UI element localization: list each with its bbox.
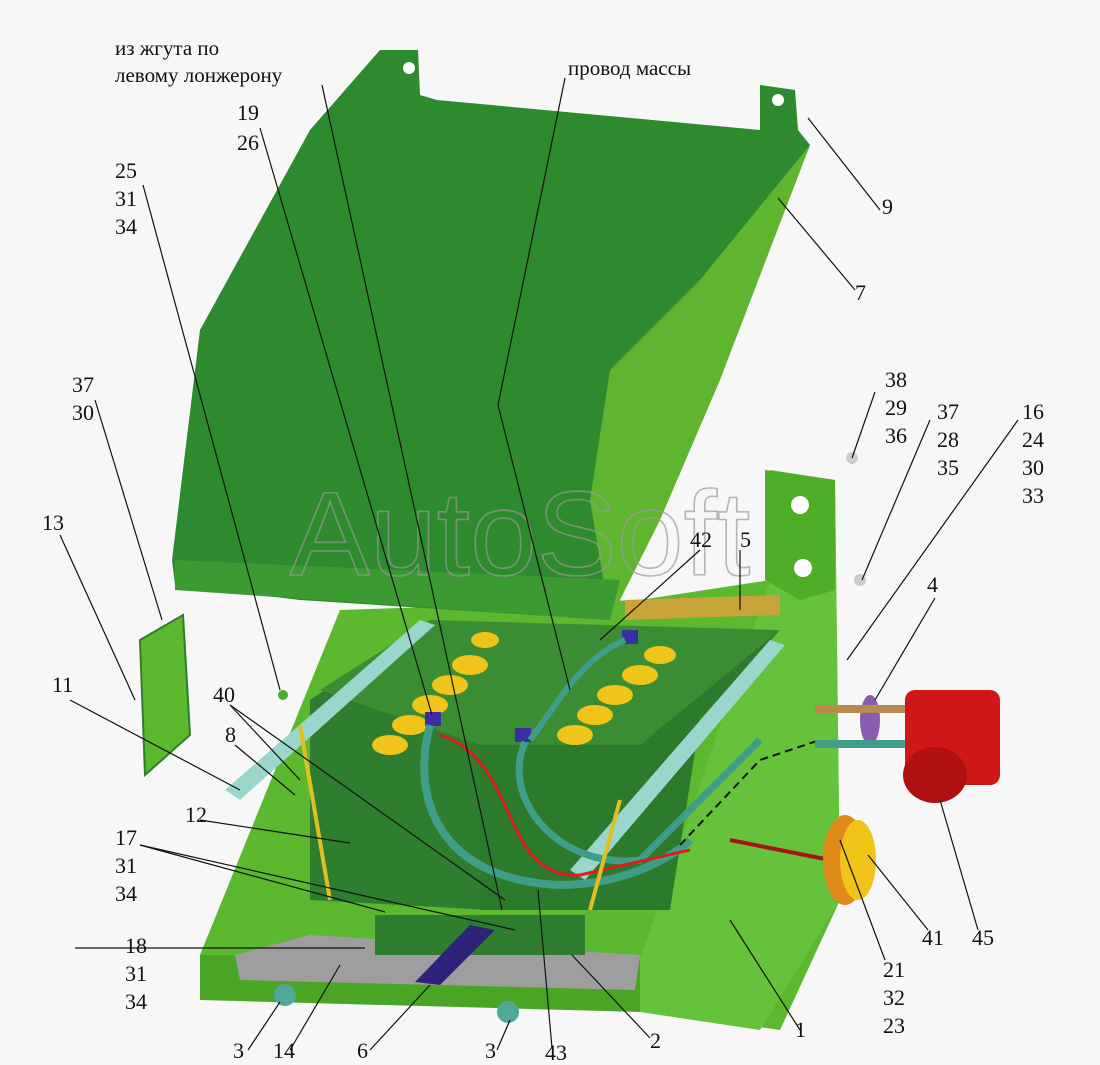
- callout: 34: [115, 881, 137, 906]
- callout: 14: [273, 1038, 295, 1063]
- callout: 31: [125, 961, 147, 986]
- callout: 33: [1022, 483, 1044, 508]
- callout: 31: [115, 853, 137, 878]
- callout: 13: [42, 510, 64, 535]
- bolt: [274, 984, 296, 1006]
- caption-ground-wire: провод массы: [568, 56, 691, 80]
- callout: 3: [485, 1038, 496, 1063]
- callout: 5: [740, 527, 751, 552]
- callout: 40: [213, 682, 235, 707]
- callout: 30: [72, 400, 94, 425]
- battery-box-lid: [172, 50, 810, 620]
- callout: 4: [927, 572, 938, 597]
- right-rail: [570, 640, 785, 880]
- callout: 38: [885, 367, 907, 392]
- callout: 3: [233, 1038, 244, 1063]
- callout: 30: [1022, 455, 1044, 480]
- side-cover: [138, 613, 192, 778]
- callout: 11: [52, 672, 73, 697]
- callout: 24: [1022, 427, 1044, 452]
- strap: [415, 925, 495, 985]
- watermark: AutoSoft: [290, 467, 750, 601]
- callout: 35: [937, 455, 959, 480]
- mass-switch-ring: [860, 695, 880, 745]
- box-bracket: [765, 470, 835, 600]
- callout: 8: [225, 722, 236, 747]
- callout: 19: [237, 100, 259, 125]
- callout: 32: [883, 985, 905, 1010]
- callout: 41: [922, 925, 944, 950]
- callout: 16: [1022, 399, 1044, 424]
- callout: 29: [885, 395, 907, 420]
- caption-harness-line2: левому лонжерону: [115, 63, 283, 87]
- rear-panel: [625, 595, 780, 620]
- callout: 28: [937, 427, 959, 452]
- callout: 6: [357, 1038, 368, 1063]
- callout-numbers: 19 26 25 31 34 9 7 38 29 36 37 28 35 16 …: [42, 100, 1044, 1065]
- callout: 37: [72, 372, 94, 397]
- callout: 45: [972, 925, 994, 950]
- bolt: [497, 1001, 519, 1023]
- callout: 26: [237, 130, 259, 155]
- callout: 18: [125, 933, 147, 958]
- callout: 1: [795, 1017, 806, 1042]
- callout: 31: [115, 186, 137, 211]
- callout: 34: [115, 214, 137, 239]
- callout: 23: [883, 1013, 905, 1038]
- left-rail: [225, 620, 435, 800]
- callout: 25: [115, 158, 137, 183]
- callout: 9: [882, 194, 893, 219]
- callout: 42: [690, 527, 712, 552]
- callout: 7: [855, 280, 866, 305]
- callout: 37: [937, 399, 959, 424]
- callout: 2: [650, 1028, 661, 1053]
- leader-lines: [59, 77, 1019, 1051]
- callout: 17: [115, 825, 137, 850]
- callout: 36: [885, 423, 907, 448]
- callout: 43: [545, 1040, 567, 1065]
- callout: 21: [883, 957, 905, 982]
- callout: 12: [185, 802, 207, 827]
- callout: 34: [125, 989, 147, 1014]
- caption-harness-line1: из жгута по: [115, 36, 219, 60]
